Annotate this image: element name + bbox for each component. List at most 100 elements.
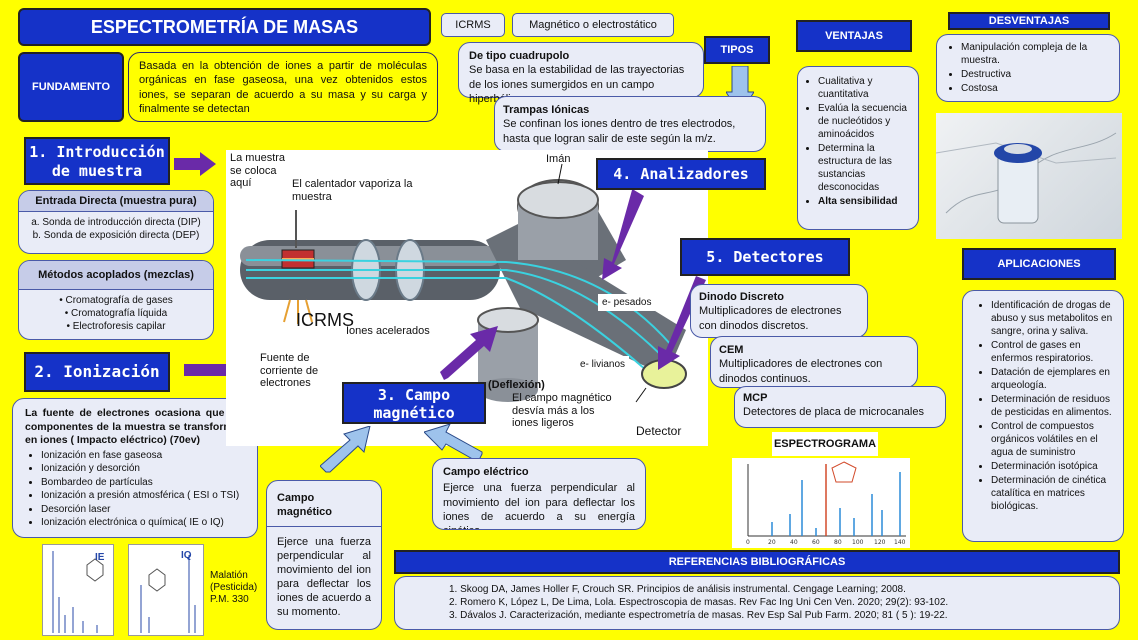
ionizacion-box: La fuente de electrones ocasiona que los…: [12, 398, 258, 538]
referencia-item: 1. Skoog DA, James Holler F, Crouch SR. …: [449, 584, 906, 595]
desventaja-item: Manipulación compleja de la muestra.: [961, 41, 1111, 67]
referencias-box: 1. Skoog DA, James Holler F, Crouch SR. …: [394, 576, 1120, 630]
spectrum-ie: IE: [42, 544, 114, 636]
ventajas-list: Cualitativa y cuantitativaEvalúa la secu…: [802, 75, 912, 208]
ventaja-item: Alta sensibilidad: [818, 195, 912, 208]
desventaja-item: Costosa: [961, 82, 1111, 95]
campo-magnetico-label: 3. Campo magnético: [342, 382, 486, 424]
label-iman: Imán: [546, 153, 571, 165]
metodo-item: • Electroforesis capilar: [66, 321, 166, 332]
referencias-list: 1. Skoog DA, James Holler F, Crouch SR. …: [449, 583, 1105, 622]
analizadores-label: 4. Analizadores: [596, 158, 766, 190]
aplicaciones-list: Identificación de drogas de abuso y sus …: [975, 299, 1117, 513]
tipos-label: TIPOS: [704, 36, 770, 64]
tag-magnetico: Magnético o electrostático: [512, 13, 674, 37]
campo-electrico-title: Campo eléctrico: [443, 466, 529, 478]
trampas-title: Trampas Iónicas: [503, 104, 590, 116]
ionizacion-item: Desorción laser: [41, 504, 245, 517]
svg-text:60: 60: [812, 539, 820, 546]
aplicacion-item: Determinación de residuos de pesticidas …: [991, 393, 1117, 419]
trampas-text: Se confinan los iones dentro de tres ele…: [503, 118, 736, 145]
campo-electrico-box: Campo eléctrico Ejerce una fuerza perpen…: [432, 458, 646, 530]
referencia-item: 2. Romero K, López L, De Lima, Lola. Esp…: [449, 597, 949, 608]
mcp-title: MCP: [743, 392, 768, 404]
campo-magnetico-title: Campo magnético: [267, 481, 381, 527]
detector-mcp: MCP Detectores de placa de microcanales: [734, 386, 946, 428]
aplicaciones-box: Identificación de drogas de abuso y sus …: [962, 290, 1124, 542]
svg-text:120: 120: [874, 539, 886, 546]
label-iones-acelerados: Iones acelerados: [346, 325, 430, 337]
entrada-title: Entrada Directa (muestra pura): [19, 191, 213, 212]
desventajas-box: Manipulación compleja de la muestra.Dest…: [936, 34, 1120, 102]
svg-text:140: 140: [894, 539, 906, 546]
label-detector: Detector: [636, 424, 682, 438]
svg-text:0: 0: [746, 539, 750, 546]
dinodo-title: Dinodo Discreto: [699, 291, 784, 303]
entrada-item: b. Sonda de exposición directa (DEP): [32, 230, 200, 241]
aplicaciones-label: APLICACIONES: [962, 248, 1116, 280]
detectores-label: 5. Detectores: [680, 238, 850, 276]
tipos-cuadrupolo: De tipo cuadrupolo Se basa en la estabil…: [458, 42, 704, 105]
metodos-box: Métodos acoplados (mezclas) • Cromatogra…: [18, 260, 214, 340]
mcp-text: Detectores de placa de microcanales: [743, 406, 924, 419]
fundamento-label: FUNDAMENTO: [18, 52, 124, 122]
ventaja-item: Evalúa la secuencia de nucleótidos y ami…: [818, 102, 912, 141]
campo-magnetico-box: Campo magnético Ejerce una fuerza perpen…: [266, 480, 382, 630]
fundamento-text: Basada en la obtención de iones a partir…: [128, 52, 438, 122]
analizadores-arrow: [602, 190, 644, 280]
ionizacion-text: La fuente de electrones ocasiona que los…: [25, 407, 245, 447]
diagram-drawing: [240, 163, 687, 403]
label-icrms: ICRMS: [296, 310, 354, 330]
aplicacion-item: Determinación de cinética catalítica en …: [991, 474, 1117, 513]
espectrograma-label: ESPECTROGRAMA: [772, 432, 878, 456]
desventajas-list: Manipulación compleja de la muestra.Dest…: [945, 41, 1111, 95]
page-title: ESPECTROMETRÍA DE MASAS: [18, 8, 431, 46]
tipos-trampas: Trampas Iónicas Se confinan los iones de…: [494, 96, 766, 152]
campo-up-arrow: [440, 326, 498, 380]
dinodo-text: Multiplicadores de electrones con dinodo…: [699, 305, 842, 332]
cuadrupolo-text: Se basa en la estabilidad de las trayect…: [469, 64, 685, 105]
aplicacion-item: Determinación isotópica: [991, 460, 1117, 473]
cem-text: Multiplicadores de electrones con dinodo…: [719, 358, 883, 385]
metodos-list: • Cromatografía de gases • Cromatografía …: [19, 290, 213, 337]
tag-icrms: ICRMS: [441, 13, 505, 37]
spectrum-ie-svg: [52, 551, 104, 633]
campo-electrico-text: Ejerce una fuerza perpendicular al movim…: [443, 482, 635, 529]
ionizacion-item: Ionización a presión atmosférica ( ESI o…: [41, 490, 245, 503]
label-deflexion: (Deflexión): [488, 379, 545, 391]
label-campo-desc: El campo magnético desvía más a los ione…: [512, 392, 612, 430]
label-calentador: El calentador vaporiza la muestra: [292, 178, 413, 203]
spectrum-iq-label: IQ: [181, 550, 192, 561]
ionizacion-item: Bombardeo de partículas: [41, 477, 245, 490]
campo-magnetico-text: Ejerce una fuerza perpendicular al movim…: [277, 535, 371, 618]
cem-title: CEM: [719, 344, 744, 356]
metodo-item: • Cromatografía de gases: [59, 295, 173, 306]
spectrum-ie-label: IE: [95, 552, 105, 563]
campo-electrico-arrow: [424, 424, 483, 462]
spectrum-iq: IQ: [128, 544, 204, 636]
ventaja-item: Determina la estructura de las sustancia…: [818, 142, 912, 194]
ionizacion-list: Ionización en fase gaseosaIonización y d…: [25, 450, 245, 530]
label-muestra: La muestra se coloca aquí: [230, 152, 286, 190]
svg-text:100: 100: [852, 539, 864, 546]
ventajas-label: VENTAJAS: [796, 20, 912, 52]
ionizacion-label: 2. Ionización: [24, 352, 170, 392]
aplicacion-item: Datación de ejemplares en arqueología.: [991, 366, 1117, 392]
metodos-title: Métodos acoplados (mezclas): [19, 261, 213, 290]
metodo-item: • Cromatografía líquida: [64, 308, 168, 319]
ventaja-item: Cualitativa y cuantitativa: [818, 75, 912, 101]
svg-text:80: 80: [834, 539, 842, 546]
desventajas-label: DESVENTAJAS: [948, 12, 1110, 30]
referencia-item: 3. Dávalos J. Caracterización, mediante …: [449, 610, 948, 621]
ventajas-box: Cualitativa y cuantitativaEvalúa la secu…: [797, 66, 919, 230]
svg-text:20: 20: [768, 539, 776, 546]
detector-dinodo: Dinodo Discreto Multiplicadores de elect…: [690, 284, 868, 338]
introduccion-label: 1. Introducción de muestra: [24, 137, 170, 185]
label-livianos: e- livianos: [576, 356, 630, 373]
intro-right-arrow: [174, 152, 216, 176]
vial-photo: [936, 113, 1122, 239]
aplicacion-item: Control de gases en enfermos respiratori…: [991, 339, 1117, 365]
aplicacion-item: Control de compuestos orgánicos volátile…: [991, 420, 1117, 459]
campo-left-up-arrow: [320, 426, 371, 473]
